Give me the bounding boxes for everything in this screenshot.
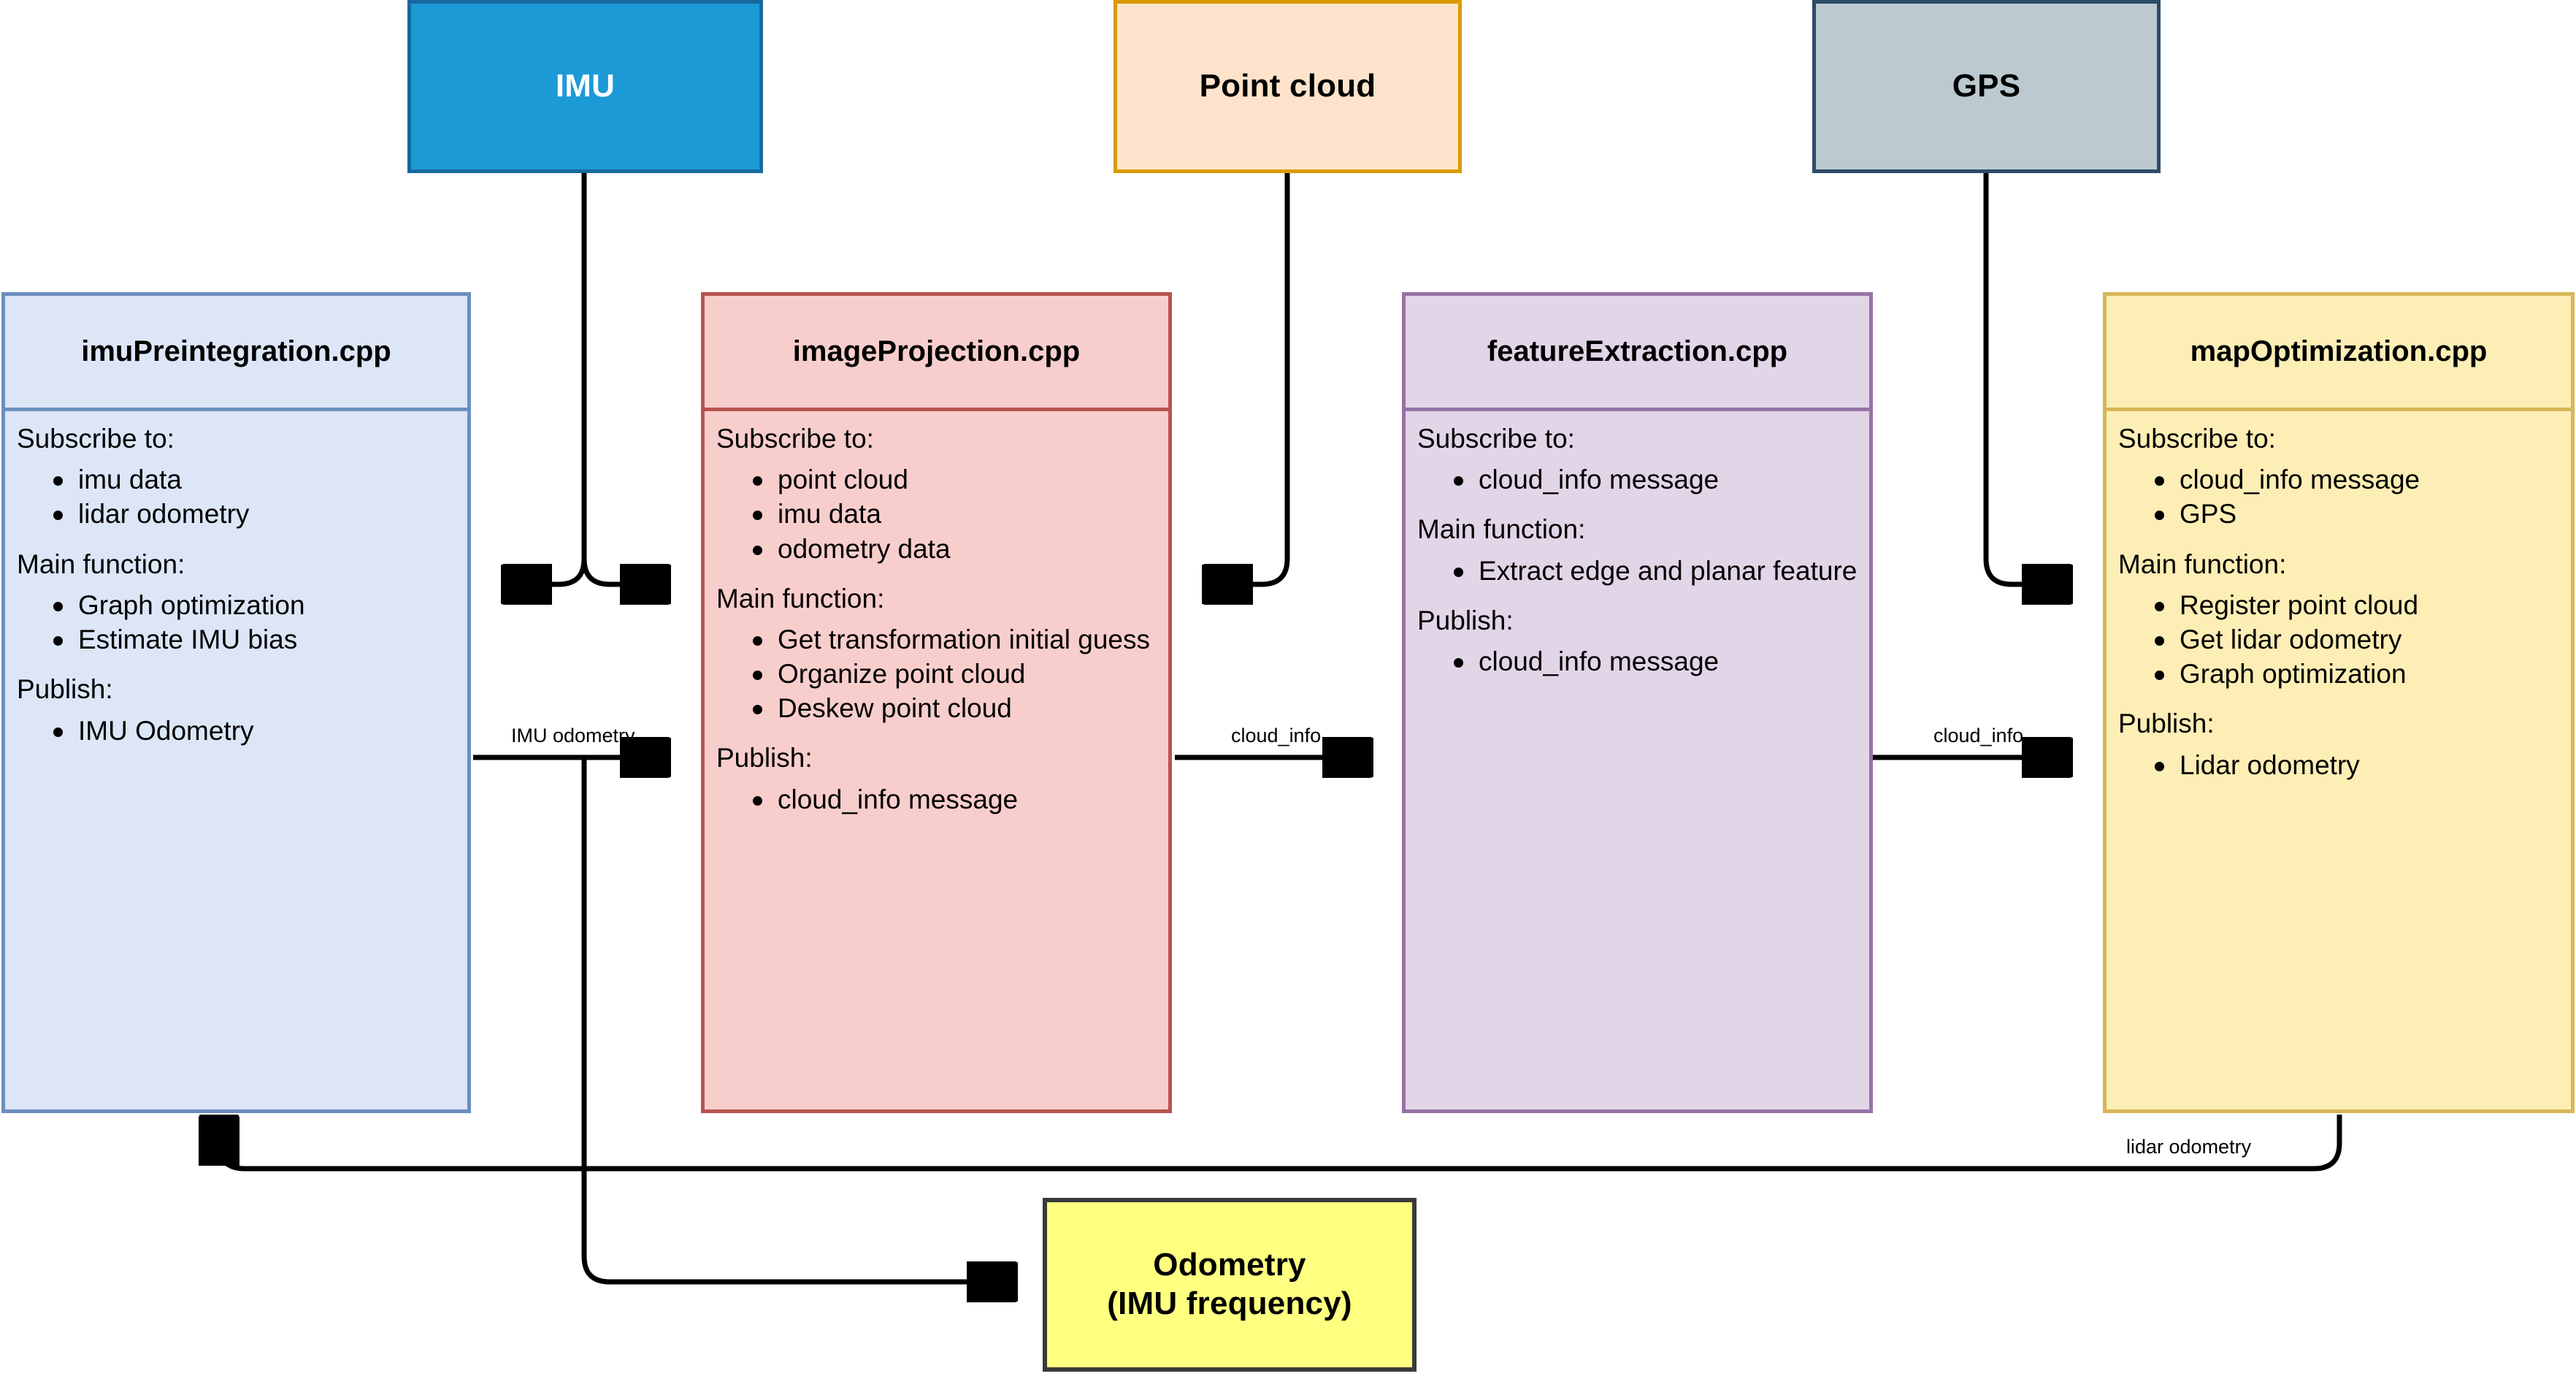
output-box-label-line1: Odometry (1153, 1247, 1306, 1283)
edge-label-lidar-odometry: lidar odometry (2126, 1136, 2252, 1158)
section-list: IMU Odometry (17, 714, 456, 747)
node-body-imageprojection: Subscribe to: point cloud imu data odome… (705, 411, 1168, 1109)
output-box-odometry[interactable]: Odometry (IMU frequency) (1043, 1198, 1417, 1372)
node-title-text: mapOptimization.cpp (2190, 335, 2488, 367)
list-item: Register point cloud (2155, 589, 2559, 622)
section-heading: Subscribe to: (17, 424, 175, 454)
list-item: IMU Odometry (53, 714, 456, 747)
node-title-imageprojection: imageProjection.cpp (705, 296, 1168, 411)
section-list: imu data lidar odometry (17, 463, 456, 530)
node-box-imageprojection[interactable]: imageProjection.cpp Subscribe to: point … (701, 292, 1172, 1113)
node-title-featureextraction: featureExtraction.cpp (1406, 296, 1869, 411)
edge-pointcloud-to-imageprojection (1205, 173, 1290, 584)
section-list: cloud_info message (1417, 463, 1858, 496)
list-item: Lidar odometry (2155, 749, 2559, 782)
list-item: cloud_info message (1454, 463, 1858, 496)
node-title-text: imuPreintegration.cpp (81, 335, 391, 367)
section-heading: Publish: (716, 743, 813, 773)
list-item: Graph optimization (53, 589, 456, 622)
section-heading: Main function: (2118, 549, 2287, 579)
node-title-mapoptimization: mapOptimization.cpp (2107, 296, 2571, 411)
edge-lidar-odometry-feedback (219, 1115, 2342, 1172)
edge-gps-to-mapoptimization (1983, 173, 2070, 584)
list-item: Get lidar odometry (2155, 623, 2559, 656)
list-item: imu data (753, 497, 1157, 530)
section-heading: Publish: (1417, 605, 1514, 635)
section-heading: Main function: (17, 549, 185, 579)
edge-imu-to-imageprojection (581, 558, 668, 584)
edge-label-cloud-info-1: cloud_info (1231, 725, 1322, 746)
list-item: cloud_info message (753, 783, 1157, 816)
list-item: point cloud (753, 463, 1157, 496)
section-list: cloud_info message (1417, 645, 1858, 678)
list-item: Estimate IMU bias (53, 623, 456, 656)
section-heading: Publish: (2118, 708, 2215, 739)
section-list: cloud_info message (716, 783, 1157, 816)
node-body-imupreintegration: Subscribe to: imu data lidar odometry Ma… (5, 411, 467, 1109)
node-box-imupreintegration[interactable]: imuPreintegration.cpp Subscribe to: imu … (1, 292, 471, 1113)
source-box-imu-label: IMU (555, 68, 616, 104)
section-list: Extract edge and planar feature (1417, 554, 1858, 587)
edge-label-imu-odometry: IMU odometry (511, 725, 635, 746)
output-box-label-line2: (IMU frequency) (1107, 1286, 1352, 1321)
section-list: Get transformation initial guess Organiz… (716, 623, 1157, 725)
source-box-point-cloud[interactable]: Point cloud (1113, 0, 1462, 173)
list-item: GPS (2155, 497, 2559, 530)
list-item: cloud_info message (2155, 463, 2559, 496)
node-title-imupreintegration: imuPreintegration.cpp (5, 296, 467, 411)
edge-label-cloud-info-2: cloud_info (1933, 725, 2024, 746)
list-item: Graph optimization (2155, 657, 2559, 690)
section-heading: Publish: (17, 674, 113, 705)
node-title-text: featureExtraction.cpp (1487, 335, 1788, 367)
node-title-text: imageProjection.cpp (792, 335, 1081, 367)
node-body-featureextraction: Subscribe to: cloud_info message Main fu… (1406, 411, 1869, 1109)
list-item: odometry data (753, 532, 1157, 565)
section-list: point cloud imu data odometry data (716, 463, 1157, 565)
section-list: Register point cloud Get lidar odometry … (2118, 589, 2559, 690)
list-item: Extract edge and planar feature (1454, 554, 1858, 587)
list-item: imu data (53, 463, 456, 496)
node-body-mapoptimization: Subscribe to: cloud_info message GPS Mai… (2107, 411, 2571, 1109)
list-item: lidar odometry (53, 497, 456, 530)
edge-imu-split (504, 173, 587, 584)
source-box-gps[interactable]: GPS (1812, 0, 2161, 173)
node-box-featureextraction[interactable]: featureExtraction.cpp Subscribe to: clou… (1402, 292, 1873, 1113)
list-item: Organize point cloud (753, 657, 1157, 690)
list-item: Deskew point cloud (753, 692, 1157, 725)
section-list: Graph optimization Estimate IMU bias (17, 589, 456, 656)
section-list: cloud_info message GPS (2118, 463, 2559, 530)
node-box-mapoptimization[interactable]: mapOptimization.cpp Subscribe to: cloud_… (2103, 292, 2575, 1113)
source-box-imu[interactable]: IMU (407, 0, 763, 173)
list-item: cloud_info message (1454, 645, 1858, 678)
source-box-gps-label: GPS (1952, 68, 2021, 104)
section-list: Lidar odometry (2118, 749, 2559, 782)
list-item: Get transformation initial guess (753, 623, 1157, 656)
source-box-point-cloud-label: Point cloud (1199, 68, 1376, 104)
section-heading: Subscribe to: (1417, 424, 1575, 454)
section-heading: Subscribe to: (716, 424, 874, 454)
section-heading: Main function: (1417, 514, 1586, 545)
section-heading: Main function: (716, 583, 885, 614)
section-heading: Subscribe to: (2118, 424, 2276, 454)
